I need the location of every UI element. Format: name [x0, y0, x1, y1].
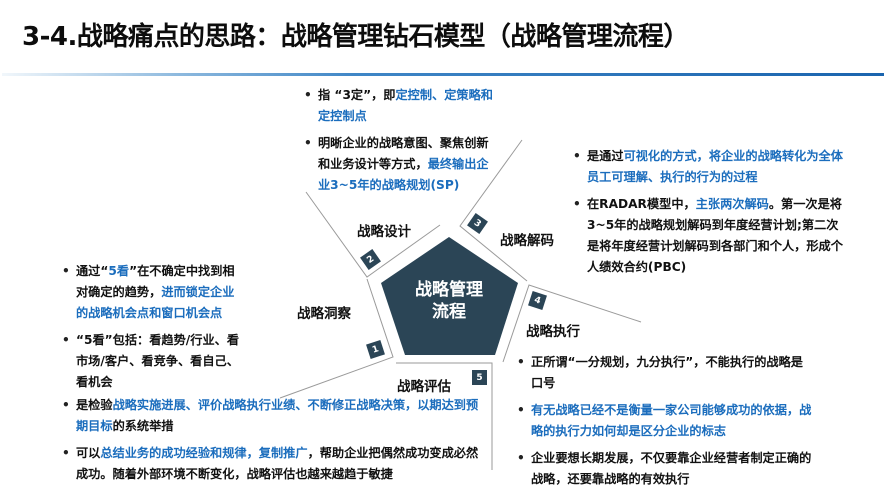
execution-note-1: • 正所谓“一分规划，九分执行”，不能执行的战略是口号	[515, 352, 815, 394]
evaluation-note-2: • 可以总结业务的成功经验和规律，复制推广，帮助企业把偶然成功变成必然成功。随着…	[60, 443, 484, 485]
bullet-icon: •	[304, 136, 312, 150]
bullet-icon: •	[573, 149, 581, 163]
execution-note-3: • 企业要想长期发展，不仅要靠企业经营者制定正确的战略，还要靠战略的有效执行	[515, 448, 815, 490]
execution-notes: • 正所谓“一分规划，九分执行”，不能执行的战略是口号 • 有无战略已经不是衡量…	[515, 352, 815, 496]
stage-label-decode: 战略解码	[500, 233, 554, 249]
page-title: 3-4.战略痛点的思路：战略管理钻石模型（战略管理流程）	[22, 22, 689, 52]
bullet-icon: •	[62, 398, 70, 412]
bullet-icon: •	[62, 264, 70, 278]
stage-label-design: 战略设计	[357, 224, 411, 240]
evaluation-note-1: • 是检验战略实施进展、评价战略执行业绩、不断修正战略决策，以期达到预期目标的系…	[60, 395, 484, 437]
stage-label-insight: 战略洞察	[297, 306, 351, 322]
bullet-icon: •	[517, 451, 525, 465]
center-label-line2: 流程	[432, 302, 466, 322]
center-pentagon	[381, 237, 518, 355]
execution-note-2: • 有无战略已经不是衡量一家公司能够成功的依据，战略的执行力如何却是区分企业的标…	[515, 400, 815, 442]
bullet-icon: •	[517, 355, 525, 369]
design-note-1: • 指 “3定”，即定控制、定策略和定控制点	[302, 85, 498, 127]
design-note-2: • 明晰企业的战略意图、聚焦创新和业务设计等方式，最终输出企业3~5年的战略规划…	[302, 133, 498, 196]
insight-note-2: • “5看”包括：看趋势/行业、看市场/客户、看竞争、看自己、看机会	[60, 330, 244, 393]
insight-notes: • 通过“5看”在不确定中找到相对确定的趋势，进而锁定企业的战略机会点和窗口机会…	[60, 261, 244, 399]
decode-notes: • 是通过可视化的方式，将企业的战略转化为全体员工可理解、执行的行为的过程 • …	[571, 146, 843, 284]
stage-badge-5: 5	[472, 370, 487, 385]
bullet-icon: •	[62, 333, 70, 347]
bullet-icon: •	[304, 88, 312, 102]
region-outlines	[279, 139, 642, 470]
stage-label-execution: 战略执行	[526, 324, 580, 340]
insight-note-1: • 通过“5看”在不确定中找到相对确定的趋势，进而锁定企业的战略机会点和窗口机会…	[60, 261, 244, 324]
title-separator	[2, 73, 884, 76]
center-label-line1: 战略管理	[415, 280, 483, 300]
bullet-icon: •	[517, 403, 525, 417]
center-label: 战略管理 流程	[401, 279, 497, 323]
bullet-icon: •	[573, 197, 581, 211]
stage-label-evaluation: 战略评估	[397, 379, 451, 395]
bullet-icon: •	[62, 446, 70, 460]
design-notes: • 指 “3定”，即定控制、定策略和定控制点 • 明晰企业的战略意图、聚焦创新和…	[302, 85, 498, 202]
decode-note-1: • 是通过可视化的方式，将企业的战略转化为全体员工可理解、执行的行为的过程	[571, 146, 843, 188]
decode-note-2: • 在RADAR模型中，主张两次解码。第一次是将3~5年的战略规划解码到年度经营…	[571, 194, 843, 278]
evaluation-notes: • 是检验战略实施进展、评价战略执行业绩、不断修正战略决策，以期达到预期目标的系…	[60, 395, 484, 491]
